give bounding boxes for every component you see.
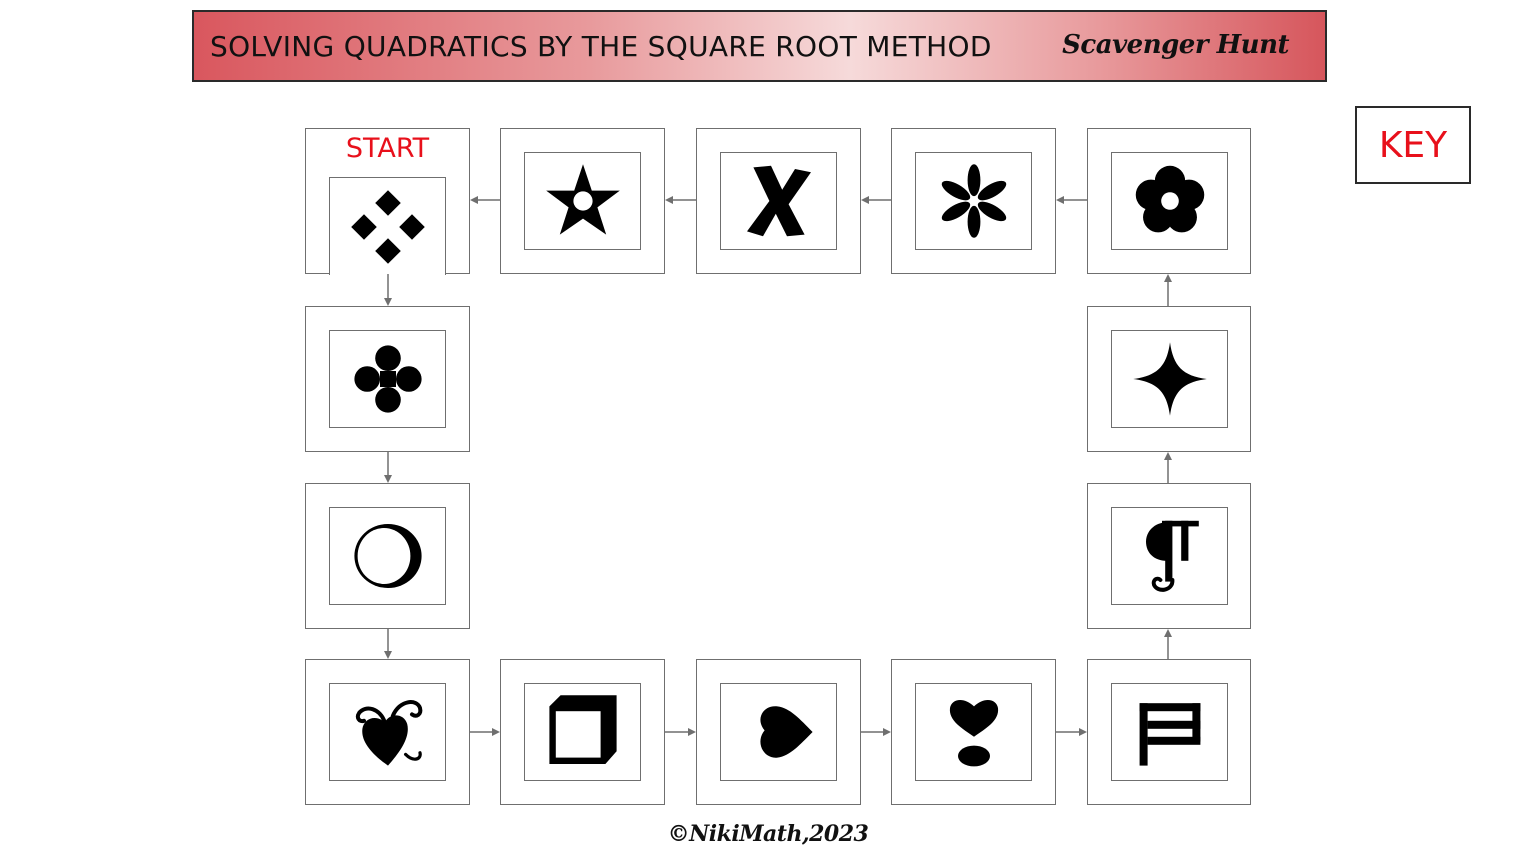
asterisk-flower-icon <box>941 164 1006 238</box>
tile-inner <box>720 152 837 250</box>
tile-circle[interactable] <box>305 483 470 629</box>
tile-five-petal-flower[interactable] <box>1087 128 1251 274</box>
tile-inner <box>915 152 1032 250</box>
four-point-star-icon <box>1132 342 1207 416</box>
four-petal-clover-icon <box>353 345 422 413</box>
tile-inner <box>1111 330 1228 428</box>
ornate-heart-icon <box>355 700 422 766</box>
tile-inner <box>329 683 446 781</box>
tile-heart-exclamation[interactable] <box>891 659 1056 805</box>
tile-inner <box>329 507 446 605</box>
page-subtitle: Scavenger Hunt <box>1062 30 1289 60</box>
tile-star[interactable] <box>500 128 665 274</box>
tile-inner <box>1111 152 1228 250</box>
tile-inner <box>329 330 446 428</box>
cube-icon <box>548 695 617 764</box>
cross-icon <box>746 165 811 237</box>
tile-inner <box>720 683 837 781</box>
tile-inner <box>915 683 1032 781</box>
tile-inner <box>329 177 446 275</box>
tile-inner <box>524 152 641 250</box>
tile-clover[interactable] <box>305 306 470 452</box>
tile-asterisk-flower[interactable] <box>891 128 1056 274</box>
four-diamonds-icon <box>350 189 425 264</box>
circle-icon <box>353 524 422 588</box>
tile-four-point-star[interactable] <box>1087 306 1251 452</box>
tile-rotated-heart[interactable] <box>696 659 861 805</box>
title-banner: SOLVING QUADRATICS BY THE SQUARE ROOT ME… <box>192 10 1327 82</box>
tile-start[interactable]: START <box>305 128 470 275</box>
tile-pilcrow[interactable] <box>1087 483 1251 629</box>
tile-flag[interactable] <box>1087 659 1251 805</box>
flag-icon <box>1139 703 1200 766</box>
tile-inner <box>1111 507 1228 605</box>
key-label: KEY <box>1378 124 1448 166</box>
pilcrow-icon <box>1145 520 1199 592</box>
star-icon <box>545 164 620 235</box>
tile-inner <box>1111 683 1228 781</box>
tile-ornate-heart[interactable] <box>305 659 470 805</box>
tile-cube[interactable] <box>500 659 665 805</box>
tile-cross[interactable] <box>696 128 861 274</box>
tile-inner <box>524 683 641 781</box>
five-petal-flower-icon <box>1135 165 1204 233</box>
start-label: START <box>345 133 430 164</box>
page-title: SOLVING QUADRATICS BY THE SQUARE ROOT ME… <box>210 30 992 63</box>
heart-exclamation-icon <box>949 699 998 767</box>
copyright: ©NikiMath,2023 <box>667 821 869 847</box>
rotated-heart-icon <box>759 706 813 758</box>
key-box[interactable]: KEY <box>1355 106 1471 184</box>
